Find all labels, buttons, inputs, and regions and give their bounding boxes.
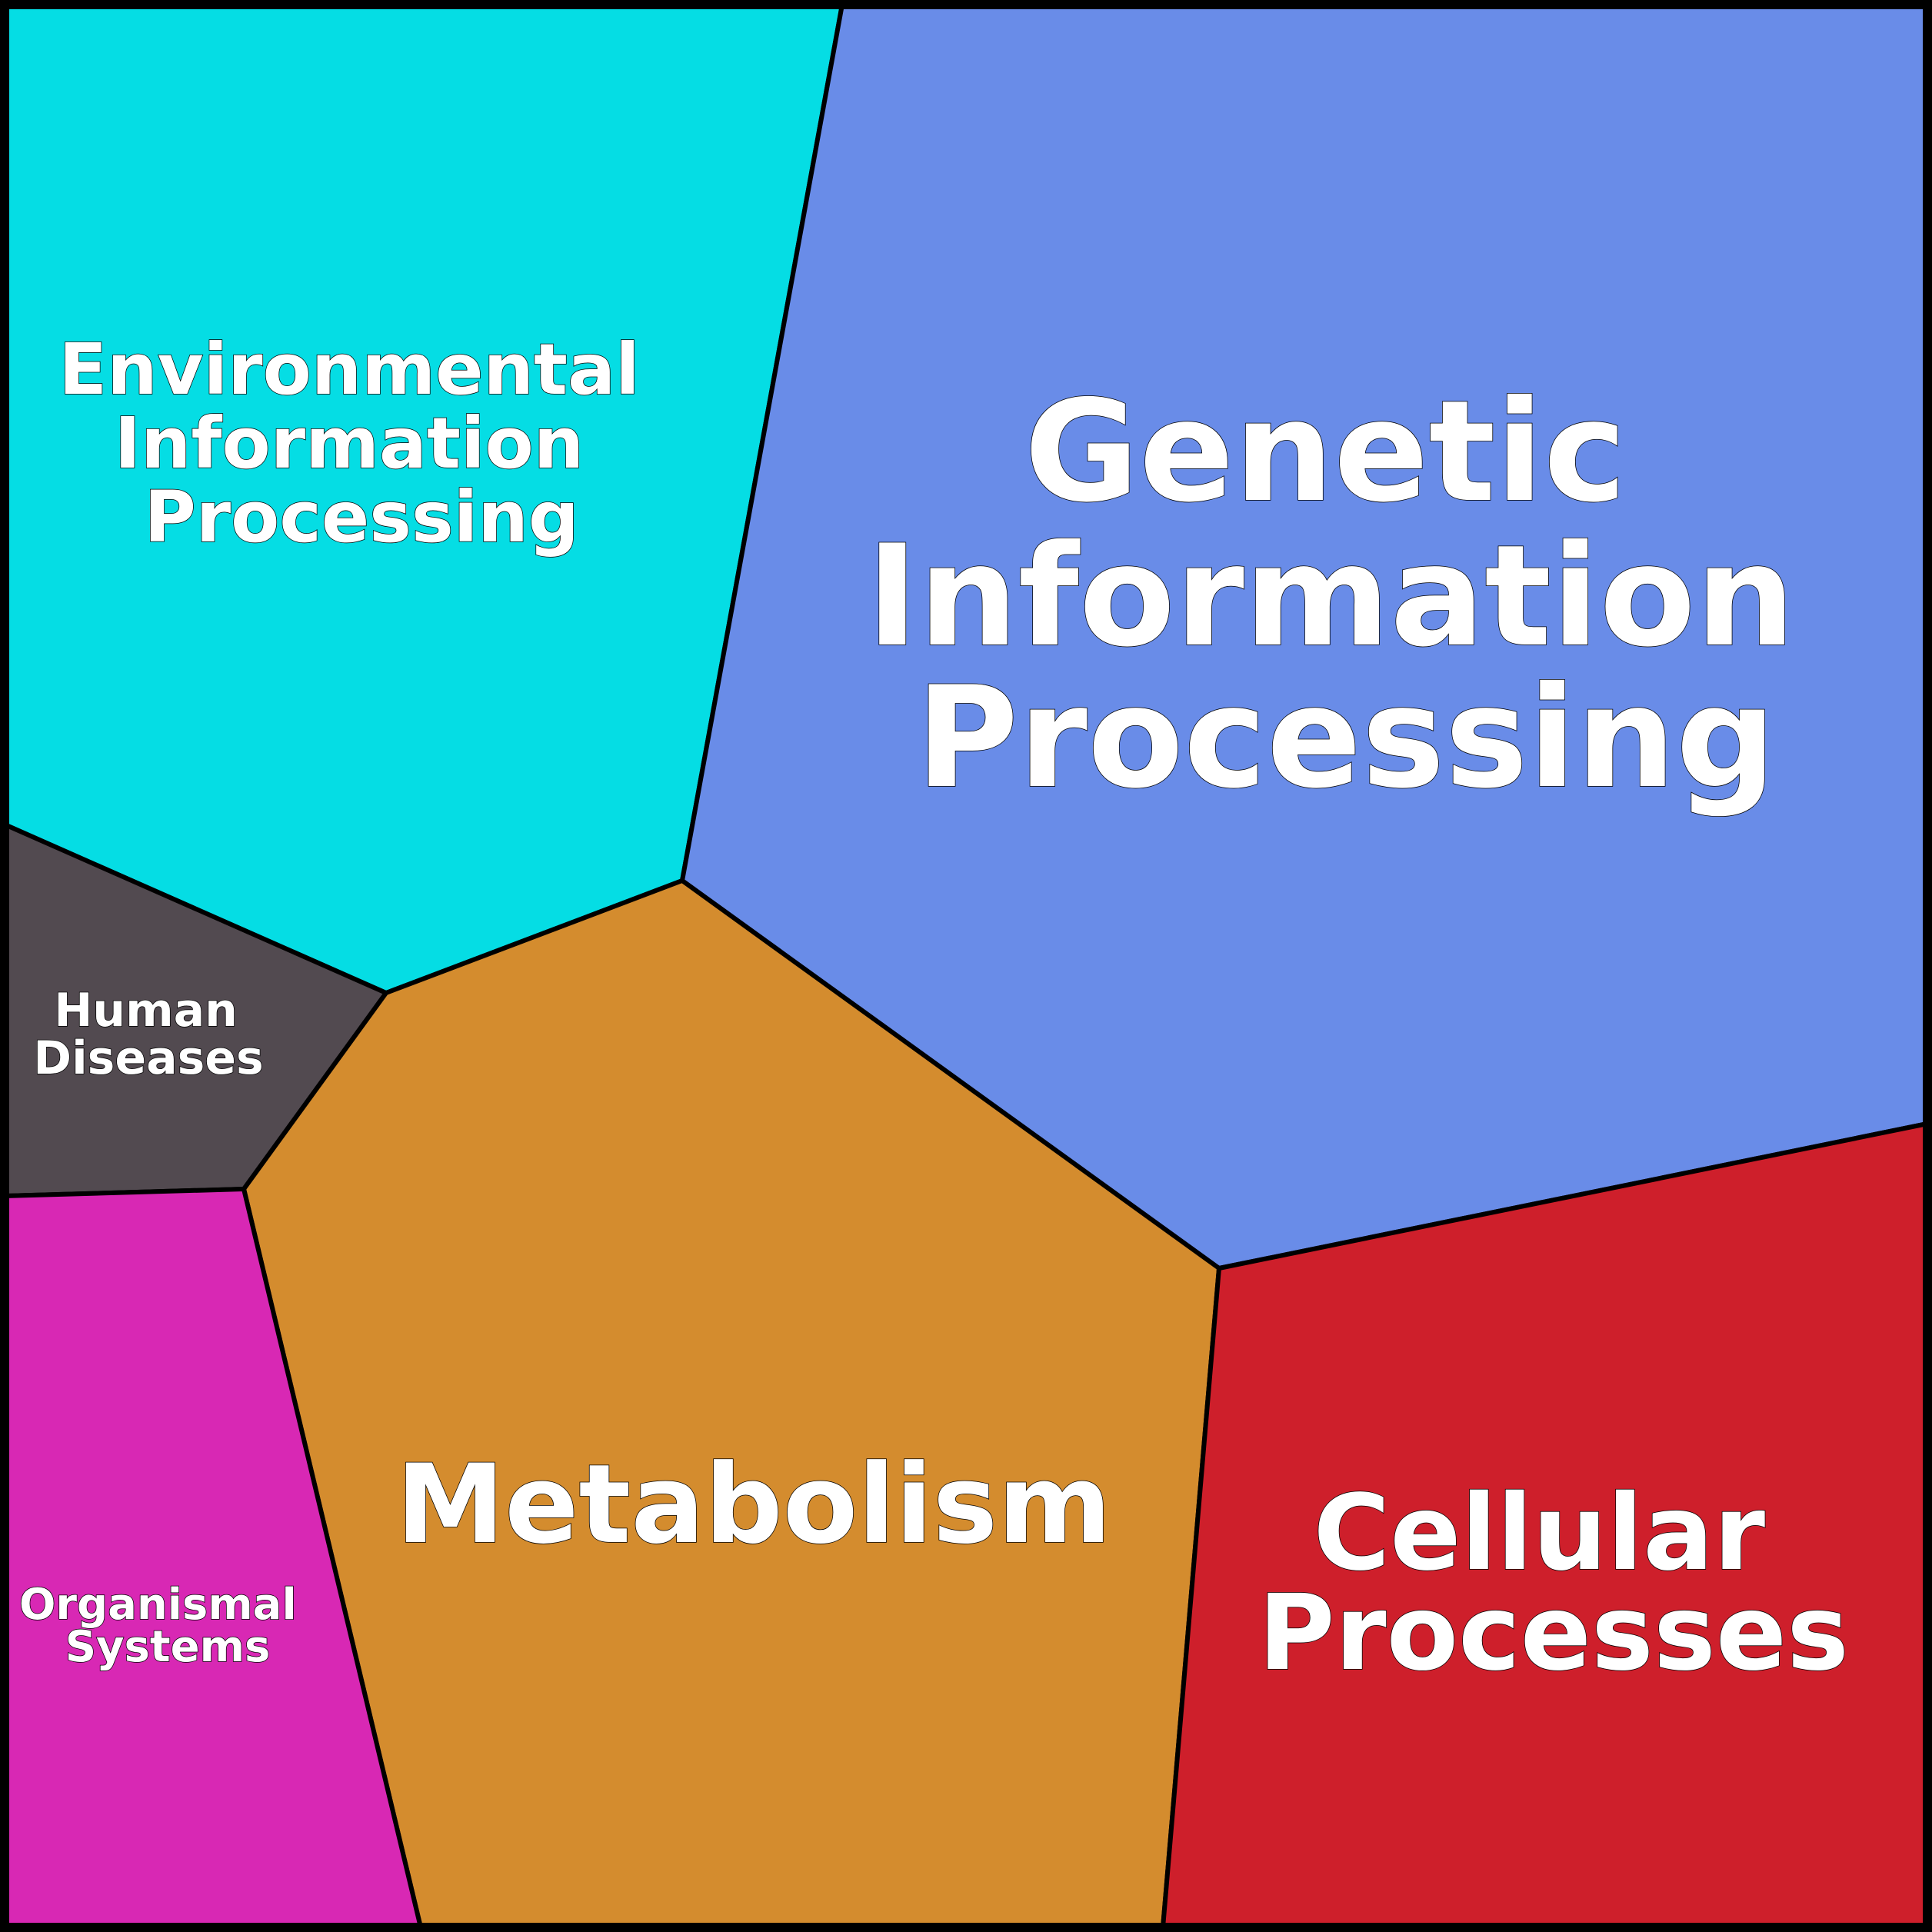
label-line: Organismal [19, 1580, 297, 1630]
label-line: Environmental [58, 328, 639, 411]
label-line: Human [54, 984, 238, 1038]
label-human-diseases: Human Diseases [33, 984, 263, 1085]
label-line: Diseases [33, 1031, 263, 1085]
label-cellular-processes: Cellular Processes [1258, 1473, 1849, 1694]
label-line: Information [866, 515, 1795, 678]
label-organismal-systems: Organismal Systems [19, 1580, 311, 1672]
label-line: Metabolism [396, 1441, 1111, 1568]
label-line: Systems [65, 1622, 271, 1672]
label-line: Processes [1258, 1573, 1849, 1694]
label-environmental-information-processing: Environmental Information Processing [58, 328, 664, 558]
label-line: Processing [144, 476, 578, 558]
label-metabolism: Metabolism [396, 1441, 1111, 1568]
label-line: Cellular [1314, 1473, 1766, 1594]
label-line: Genetic [1024, 370, 1627, 533]
label-genetic-information-processing: Genetic Information Processing [866, 370, 1844, 819]
label-line: Information [115, 402, 585, 485]
label-line: Processing [916, 656, 1776, 819]
